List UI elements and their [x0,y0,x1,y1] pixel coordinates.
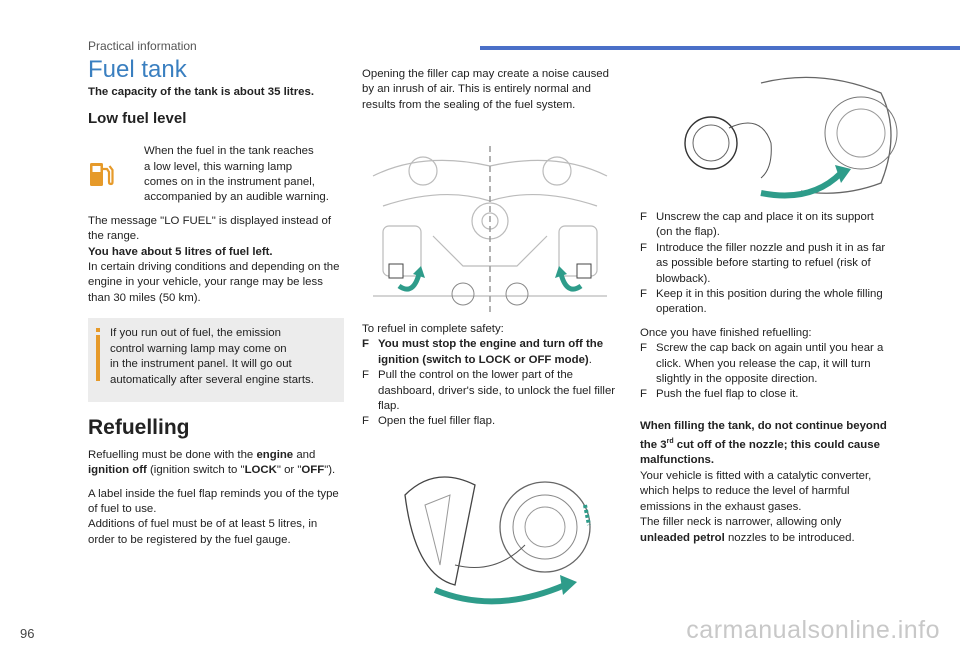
fuel-flap-illustration [395,465,600,610]
open-arrow-icon [433,582,567,605]
low-fuel-warning: When the fuel in the tank reaches a low … [88,144,344,206]
pull-arrow-left-icon [397,273,422,292]
fuel-pump-icon [90,163,114,187]
pull-arrow-right-icon [558,273,583,292]
cutoff-warning: When filling the tank, do not continue b… [640,419,887,467]
dashboard-illustration [363,146,617,312]
section-label: Practical information [88,39,197,53]
warning-line: a low level, this warning lamp [144,160,293,173]
fuel-left-text: You have about 5 litres of fuel left. [88,245,273,258]
info-line: in the instrument panel. It will go out [110,358,292,371]
refuelling-heading: Refuelling [88,416,190,440]
info-icon [96,328,100,382]
page-title: Fuel tank [88,56,187,83]
catalytic-note: Your vehicle is fitted with a catalytic … [640,469,872,513]
info-line: If you run out of fuel, the emission [110,327,281,340]
range-note: In certain driving conditions and depend… [88,261,340,304]
lo-fuel-message: The message "LO FUEL" is displayed inste… [88,214,331,243]
refuelling-intro: Refuelling must be done with the engine … [88,448,336,477]
filler-neck-note: The filler neck is narrower, allowing on… [640,516,855,544]
info-line: control warning lamp may come on [110,342,287,355]
filler-cap-illustration [651,73,901,203]
capacity-text: The capacity of the tank is about 35 lit… [88,86,314,99]
label-note: A label inside the fuel flap reminds you… [88,487,339,515]
warning-line: comes on in the instrument panel, [144,176,315,189]
column-left: Fuel tank The capacity of the tank is ab… [88,56,344,548]
warning-line: accompanied by an audible warning. [144,191,329,204]
header-accent-bar [480,46,960,50]
unscrew-arrow-icon [760,170,844,199]
safety-intro: To refuel in complete safety: [362,323,504,335]
noise-text: Opening the filler cap may create a nois… [362,68,609,111]
page-number: 96 [20,626,35,641]
warning-line: When the fuel in the tank reaches [144,145,314,158]
finished-intro: Once you have finished refuelling: [640,326,812,339]
column-middle: Opening the filler cap may create a nois… [362,67,620,121]
info-line: automatically after several engine start… [110,373,314,386]
low-fuel-heading: Low fuel level [88,109,187,127]
additions-note: Additions of fuel must be of at least 5 … [88,518,318,546]
info-box: If you run out of fuel, the emission con… [88,318,344,403]
watermark: carmanualsonline.info [686,616,940,644]
